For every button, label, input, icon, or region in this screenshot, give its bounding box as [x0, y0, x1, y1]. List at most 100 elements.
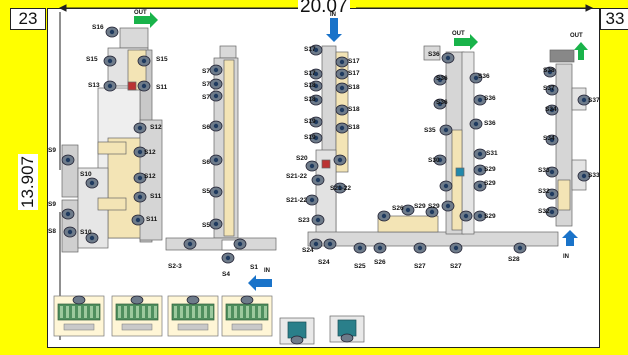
operator-head	[313, 119, 319, 125]
station-label: S30	[428, 157, 440, 164]
operator-head	[339, 59, 345, 65]
operator-head	[443, 183, 449, 189]
station-label: S24	[318, 259, 330, 266]
operator-head	[549, 107, 555, 113]
station-label: S23	[298, 217, 310, 224]
corner-label-left: 23	[10, 8, 46, 30]
operator-head	[581, 97, 587, 103]
operator-head	[339, 125, 345, 131]
width-dimension: 20.07	[298, 0, 350, 18]
station-label: S28	[508, 256, 520, 263]
out-arrow-mid	[454, 34, 478, 50]
operator-head	[213, 123, 219, 129]
station-label: S37	[543, 85, 555, 92]
station-label: S17	[348, 58, 360, 65]
out-arrow-right	[574, 42, 588, 60]
operator-head	[309, 197, 315, 203]
operator-head	[477, 167, 483, 173]
operator-head	[135, 217, 141, 223]
station-label: S25	[354, 263, 366, 270]
station-label: S5	[202, 222, 210, 229]
station-label: S29	[484, 180, 496, 187]
station-label: S12	[144, 149, 156, 156]
operator-head	[65, 157, 71, 163]
operator-head	[313, 71, 319, 77]
station-label: S29	[484, 166, 496, 173]
equipment-rack	[53, 295, 105, 337]
station-label: S9	[48, 147, 56, 154]
operator-head	[429, 209, 435, 215]
operator-head	[339, 71, 345, 77]
station-label: S34	[545, 106, 557, 113]
station-label: S36	[484, 95, 496, 102]
station-label: S26	[374, 259, 386, 266]
station-label: S16	[92, 24, 104, 31]
station-label: S34	[543, 135, 555, 142]
operator-head	[313, 135, 319, 141]
operator-head	[339, 85, 345, 91]
operator-head	[213, 189, 219, 195]
station-label: S10	[80, 229, 92, 236]
station-label: S19	[304, 118, 316, 125]
station-label: S13	[88, 82, 100, 89]
out-label-mid: OUT	[452, 31, 465, 37]
operator-head	[453, 245, 459, 251]
in-arrow-s1	[248, 275, 272, 291]
operator-head	[315, 177, 321, 183]
operator-head	[477, 183, 483, 189]
operator-head	[443, 127, 449, 133]
operator-head	[313, 83, 319, 89]
station-label: S18	[348, 84, 360, 91]
operator-head	[213, 93, 219, 99]
operator-head	[309, 163, 315, 169]
corner-label-right: 33	[600, 8, 628, 30]
line-5	[549, 49, 587, 227]
station-label: S37	[588, 97, 600, 104]
station-label: S17	[304, 70, 316, 77]
operator-head	[213, 221, 219, 227]
operator-head	[549, 87, 555, 93]
operator-head	[463, 213, 469, 219]
operator-head	[315, 217, 321, 223]
operator-head	[477, 213, 483, 219]
station-label: S33	[588, 172, 600, 179]
station-label: S9	[48, 201, 56, 208]
operator-head	[187, 241, 193, 247]
operator-head	[549, 137, 555, 143]
operator-head	[337, 185, 343, 191]
station-label: S7	[202, 94, 210, 101]
in-label-s1: IN	[264, 268, 270, 274]
operator-head	[473, 121, 479, 127]
station-label: S15	[156, 56, 168, 63]
operator-head	[327, 241, 333, 247]
operator-head	[141, 83, 147, 89]
station-label: S8	[48, 228, 56, 235]
operator-head	[547, 69, 553, 75]
station-label: S33	[538, 167, 550, 174]
out-arrow-top	[134, 12, 158, 28]
operator-head	[65, 211, 71, 217]
station-label: S21-22	[286, 197, 307, 204]
station-label: S11	[150, 193, 162, 200]
station-label: S10	[80, 171, 92, 178]
operator-head	[337, 157, 343, 163]
station-label: S26	[392, 205, 404, 212]
station-label: S11	[146, 216, 158, 223]
operator-head	[237, 241, 243, 247]
station-label: S32	[538, 208, 550, 215]
operator-head	[213, 67, 219, 73]
operator-head	[137, 125, 143, 131]
equipment-racks	[53, 295, 365, 345]
station-label: S29	[414, 203, 426, 210]
station-label: S4	[222, 271, 230, 278]
operator-head	[89, 180, 95, 186]
equipment-rack	[167, 295, 219, 337]
small-machine	[329, 315, 365, 343]
station-label: S17	[348, 70, 360, 77]
operator-head	[313, 97, 319, 103]
station-label: S36	[478, 73, 490, 80]
operator-head	[107, 58, 113, 64]
station-label: S19	[304, 134, 316, 141]
station-label: S12	[144, 173, 156, 180]
